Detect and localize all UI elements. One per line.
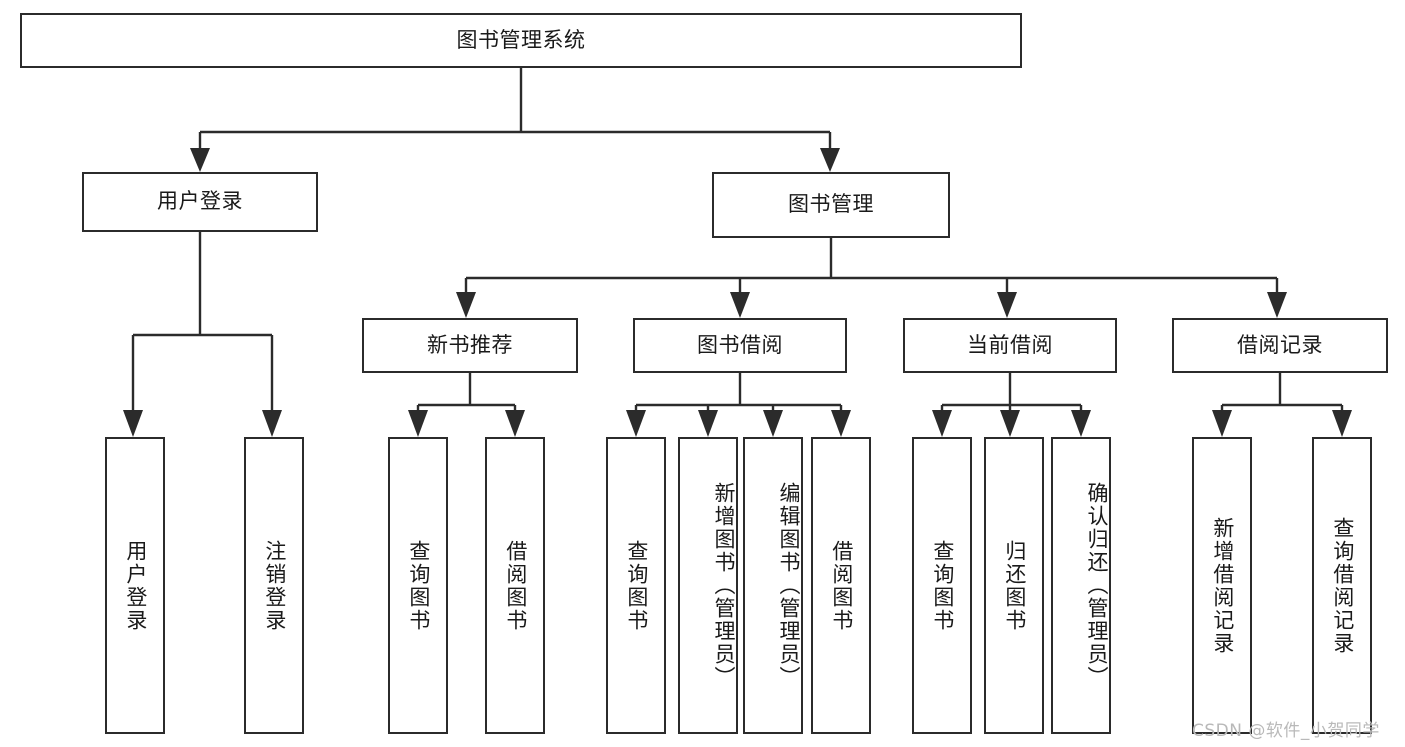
leaf-query-borrow-record-label: 查询借阅记录 [1330, 516, 1355, 655]
leaf-borrow-book-recommend-label: 借阅图书 [503, 539, 528, 632]
leaf-query-book-borrow-label: 查询图书 [624, 539, 649, 632]
node-book-borrow[interactable]: 图书借阅 [633, 318, 847, 373]
leaf-borrow-book-recommend[interactable]: 借阅图书 [485, 437, 545, 734]
leaf-query-borrow-record[interactable]: 查询借阅记录 [1312, 437, 1372, 734]
leaf-query-book-borrow[interactable]: 查询图书 [606, 437, 666, 734]
csdn-watermark-text: CSDN @软件_小贺同学 [1192, 721, 1380, 741]
leaf-return-book[interactable]: 归还图书 [984, 437, 1044, 734]
leaf-query-book-current[interactable]: 查询图书 [912, 437, 972, 734]
node-root-label: 图书管理系统 [456, 27, 586, 52]
node-user-login-label: 用户登录 [157, 189, 243, 214]
node-book-management[interactable]: 图书管理 [712, 172, 950, 238]
node-book-borrow-label: 图书借阅 [697, 332, 783, 357]
node-book-management-label: 图书管理 [788, 192, 874, 217]
leaf-query-book-recommend[interactable]: 查询图书 [388, 437, 448, 734]
leaf-borrow-book[interactable]: 借阅图书 [811, 437, 871, 734]
leaf-query-book-recommend-label: 查询图书 [406, 539, 431, 632]
node-root[interactable]: 图书管理系统 [20, 13, 1022, 68]
leaf-edit-book-admin[interactable]: 编辑图书（管理员） [743, 437, 803, 734]
leaf-add-book-admin[interactable]: 新增图书（管理员） [678, 437, 738, 734]
leaf-borrow-book-label: 借阅图书 [829, 539, 854, 632]
leaf-return-book-label: 归还图书 [1002, 539, 1027, 632]
leaf-add-borrow-record[interactable]: 新增借阅记录 [1192, 437, 1252, 734]
node-user-login[interactable]: 用户登录 [82, 172, 318, 232]
node-borrow-record[interactable]: 借阅记录 [1172, 318, 1388, 373]
leaf-edit-book-admin-label: 编辑图书（管理员） [777, 482, 801, 689]
node-current-borrow-label: 当前借阅 [967, 332, 1053, 357]
leaf-logout[interactable]: 注销登录 [244, 437, 304, 734]
csdn-watermark: CSDN @软件_小贺同学 [1192, 716, 1380, 741]
node-current-borrow[interactable]: 当前借阅 [903, 318, 1117, 373]
leaf-add-book-admin-label: 新增图书（管理员） [712, 482, 736, 689]
leaf-user-login[interactable]: 用户登录 [105, 437, 165, 734]
leaf-user-login-label: 用户登录 [123, 539, 148, 632]
leaf-logout-label: 注销登录 [262, 539, 287, 632]
node-new-book-recommend-label: 新书推荐 [427, 332, 513, 357]
leaf-query-book-current-label: 查询图书 [930, 539, 955, 632]
leaf-add-borrow-record-label: 新增借阅记录 [1210, 516, 1235, 655]
node-new-book-recommend[interactable]: 新书推荐 [362, 318, 578, 373]
leaf-confirm-return-admin[interactable]: 确认归还（管理员） [1051, 437, 1111, 734]
leaf-confirm-return-admin-label: 确认归还（管理员） [1085, 482, 1109, 689]
node-borrow-record-label: 借阅记录 [1237, 332, 1323, 357]
